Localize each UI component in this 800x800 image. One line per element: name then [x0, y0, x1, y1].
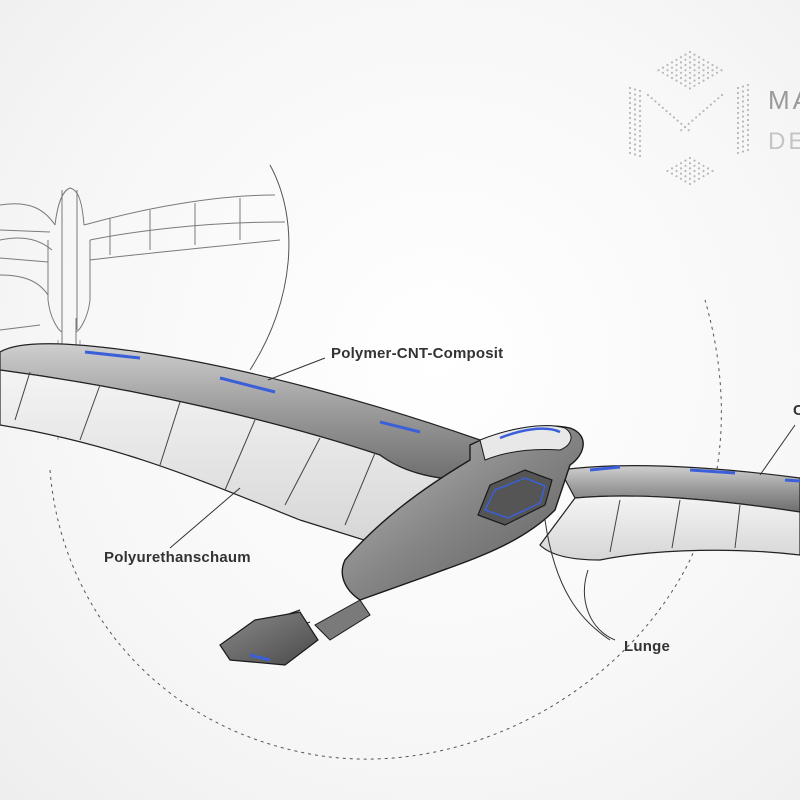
logo-icon	[628, 50, 750, 186]
label-cut-right: C	[793, 402, 800, 419]
leader-lines	[169, 357, 796, 641]
logo-text-line2: DE	[768, 128, 800, 155]
label-lung: Lunge	[624, 638, 670, 655]
label-polyurethane-foam: Polyurethanschaum	[104, 549, 251, 566]
wireframe-glider	[0, 187, 286, 346]
right-wing	[539, 464, 800, 561]
guide-circle	[49, 164, 722, 760]
label-polymer-cnt: Polymer-CNT-Composit	[331, 345, 504, 362]
left-wing	[0, 343, 481, 546]
fuselage	[219, 425, 584, 666]
logo-text-line1: MA	[768, 85, 800, 115]
